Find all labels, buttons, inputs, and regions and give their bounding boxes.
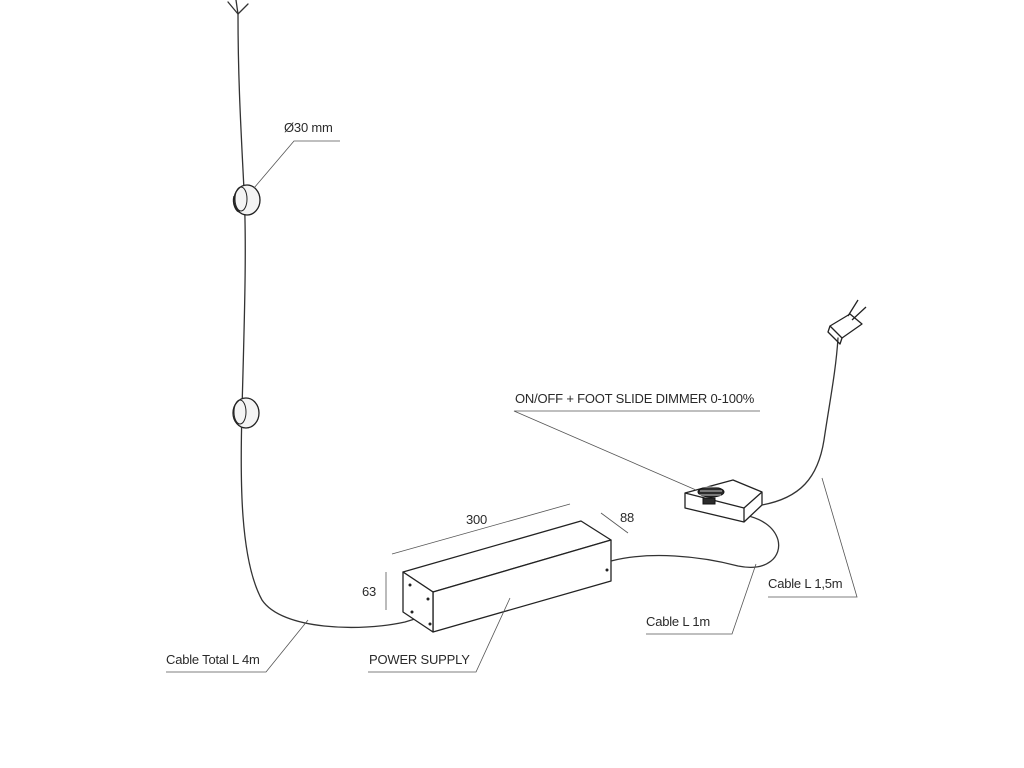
power-plug [827,299,867,345]
light-module-lower [232,397,260,429]
diameter-leader [253,140,340,189]
cable-1m-leader [646,563,757,635]
cable-1m-label: Cable L 1m [646,614,710,629]
power-supply-label: POWER SUPPLY [369,652,470,667]
cable-1m [610,514,780,568]
width-label: 88 [620,510,634,525]
cable-1-5m-label: Cable L 1,5m [768,576,842,591]
cable-1-5m-leader [768,477,858,598]
cable-total-label: Cable Total L 4m [166,652,260,667]
power-supply-leader [368,597,511,673]
switch-leader [513,410,760,491]
height-label: 63 [362,584,376,599]
cable-1-5m [761,337,839,506]
length-dimension-line [391,503,571,555]
light-cable [237,13,419,629]
diameter-label: Ø30 mm [284,120,333,135]
light-module-upper [232,184,261,216]
width-dimension-line [600,512,629,534]
foot-dimmer-switch [684,479,763,523]
power-supply-box [402,520,612,633]
length-label: 300 [466,512,487,527]
cable-total-leader [166,619,309,673]
switch-label: ON/OFF + FOOT SLIDE DIMMER 0-100% [515,391,755,406]
ceiling-hook [227,0,249,15]
